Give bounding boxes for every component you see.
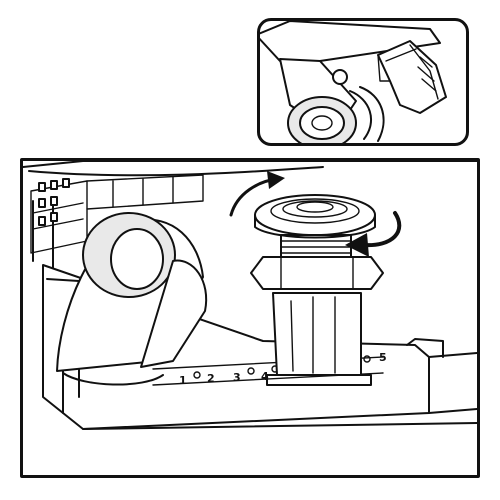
brake-lever (377, 40, 447, 114)
scale-mark-5: 5 (379, 351, 387, 364)
caster-wheel-assembly (56, 212, 208, 386)
scale-mark-4: 4 (261, 370, 269, 383)
curved-arrow-right-icon (345, 211, 402, 257)
caster-detail-inset (257, 18, 469, 146)
frame-lattice (30, 174, 204, 254)
scale-mark-3: 3 (233, 371, 241, 384)
assembly-drawing: 1 2 3 4 5 (23, 161, 477, 430)
curved-arrow-left-icon (229, 171, 285, 217)
scale-mark-1: 1 (179, 374, 187, 387)
caster-fork-main (140, 259, 208, 368)
main-assembly-view: 1 2 3 4 5 (20, 158, 480, 478)
adjustable-foot (250, 194, 384, 386)
wheel-hub (299, 106, 345, 140)
caster-detail-drawing (260, 21, 447, 143)
axle-bolt (332, 69, 348, 85)
foot-housing (272, 292, 362, 376)
lock-nut (250, 256, 384, 290)
scale-mark-2: 2 (207, 372, 215, 385)
